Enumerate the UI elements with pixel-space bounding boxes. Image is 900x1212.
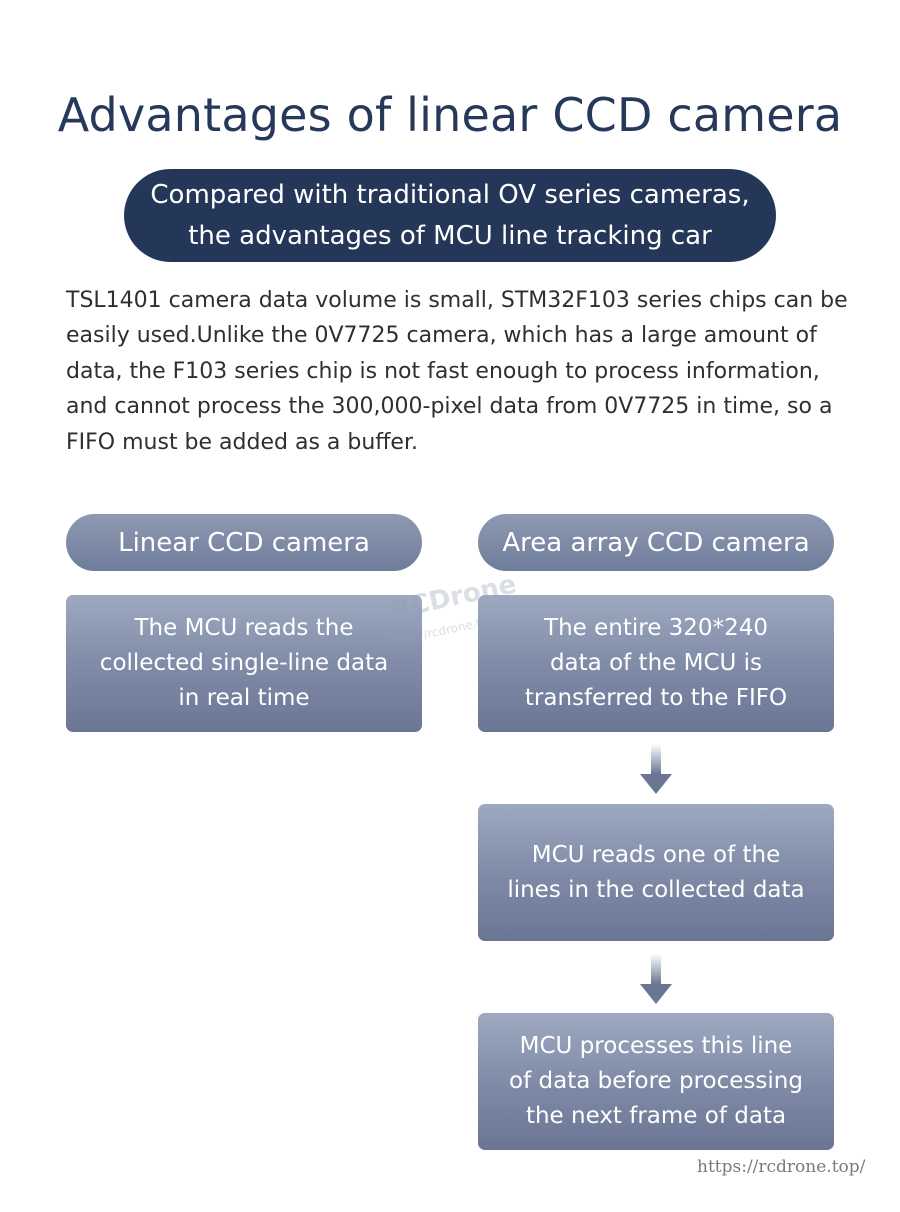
box-line: of data before processing bbox=[509, 1068, 803, 1094]
box-line: lines in the collected data bbox=[507, 876, 805, 903]
linear-ccd-header: Linear CCD camera bbox=[66, 514, 422, 571]
box-line: the next frame of data bbox=[525, 1103, 787, 1129]
area-step-1-box: The entire 320*240 data of the MCU is tr… bbox=[478, 595, 834, 732]
intro-line: easily used.Unlike the 0V7725 camera, wh… bbox=[66, 323, 817, 349]
box-line: MCU processes this line bbox=[519, 1033, 793, 1059]
box-line: The MCU reads the bbox=[134, 615, 354, 641]
area-step-2-box: MCU reads one of the lines in the collec… bbox=[478, 804, 834, 941]
footer-url: https://rcdrone.top/ bbox=[697, 1157, 866, 1177]
box-line: data of the MCU is bbox=[549, 650, 763, 676]
box-line: collected single-line data bbox=[99, 650, 389, 676]
intro-line: data, the F103 series chip is not fast e… bbox=[66, 358, 820, 384]
page-title: Advantages of linear CCD camera bbox=[57, 88, 843, 142]
linear-ccd-header-label: Linear CCD camera bbox=[118, 527, 370, 558]
arrow-down-icon bbox=[640, 744, 672, 794]
box-line: The entire 320*240 bbox=[544, 615, 768, 641]
subtitle-line-1: Compared with traditional OV series came… bbox=[150, 179, 750, 210]
intro-line: and cannot process the 300,000-pixel dat… bbox=[66, 394, 833, 420]
linear-ccd-box: The MCU reads the collected single-line … bbox=[66, 595, 422, 732]
box-line: MCU reads one of the bbox=[531, 841, 781, 868]
area-ccd-header: Area array CCD camera bbox=[478, 514, 834, 571]
intro-line: TSL1401 camera data volume is small, STM… bbox=[66, 288, 848, 313]
subtitle-pill: Compared with traditional OV series came… bbox=[124, 169, 776, 262]
area-ccd-header-label: Area array CCD camera bbox=[502, 527, 810, 558]
box-line: transferred to the FIFO bbox=[524, 685, 788, 711]
intro-line: FIFO must be added as a buffer. bbox=[66, 429, 418, 455]
intro-paragraph: TSL1401 camera data volume is small, STM… bbox=[66, 283, 866, 460]
subtitle-line-2: the advantages of MCU line tracking car bbox=[188, 220, 712, 251]
area-step-3-box: MCU processes this line of data before p… bbox=[478, 1013, 834, 1150]
box-line: in real time bbox=[178, 685, 310, 711]
arrow-down-icon bbox=[640, 954, 672, 1004]
